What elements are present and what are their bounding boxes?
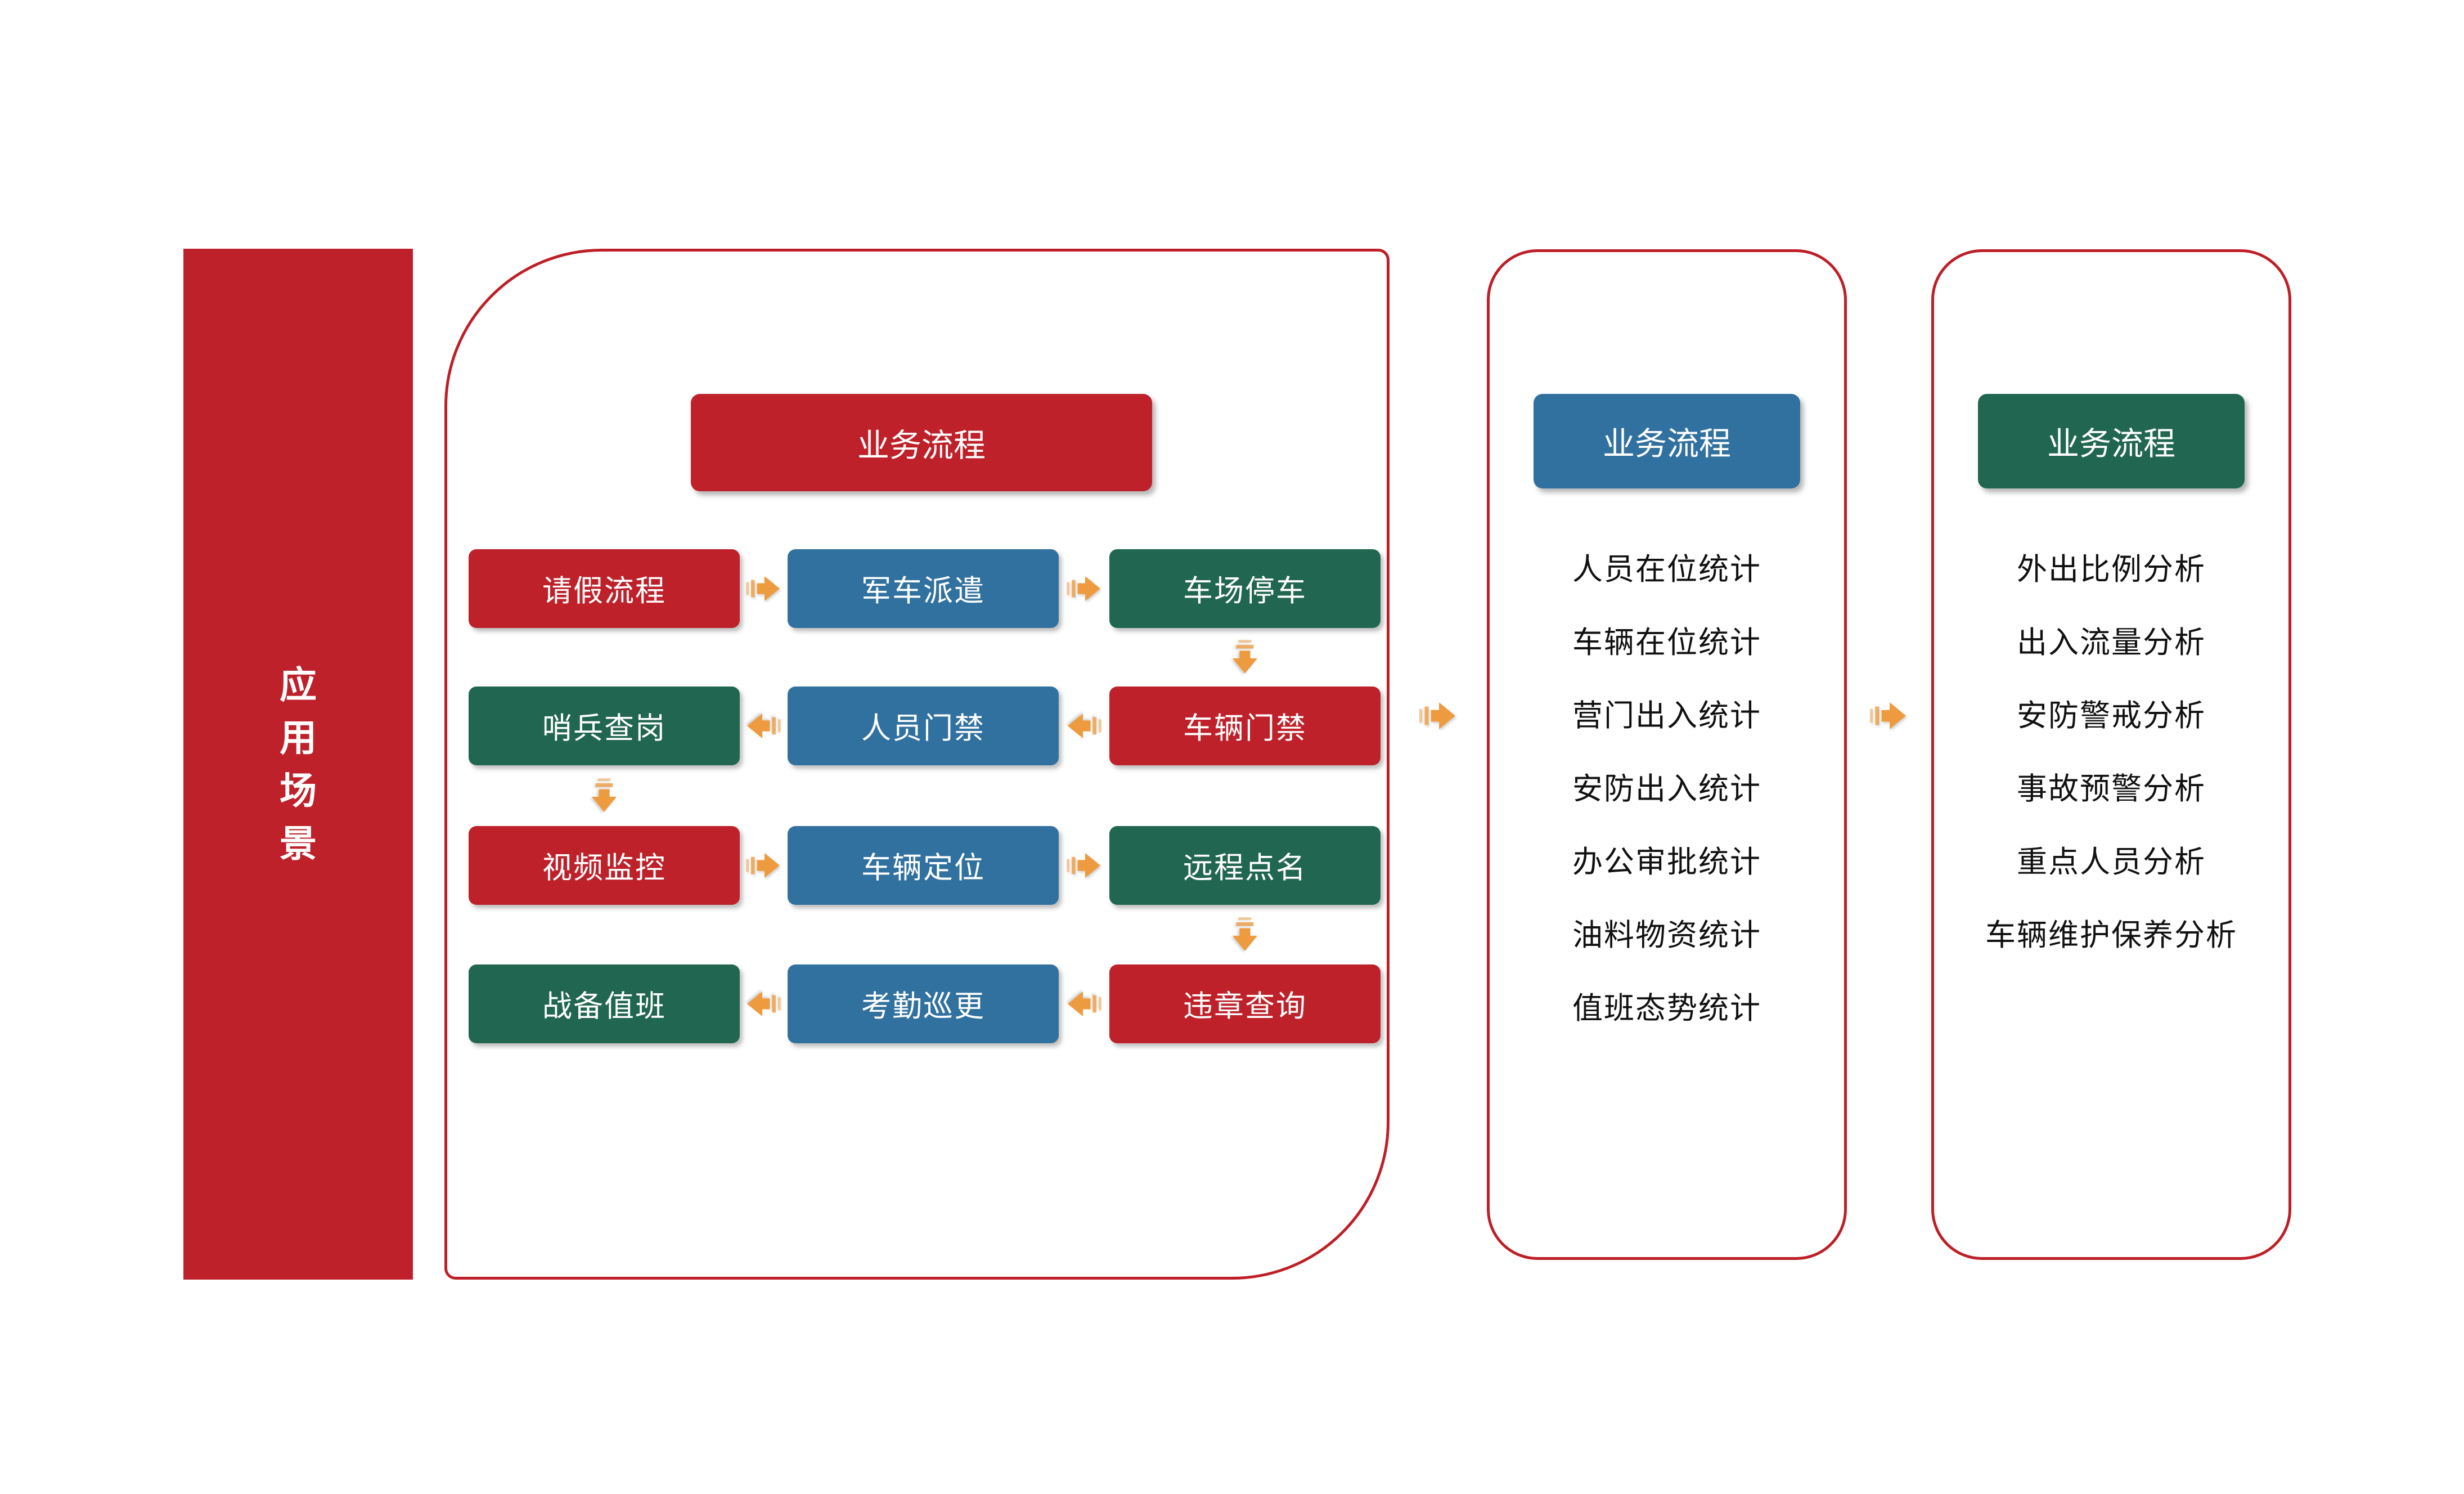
sidebar-application-scenario: 应 用 场 景 (183, 249, 413, 1280)
flow-box-label: 哨兵查岗 (542, 712, 666, 745)
list-item: 事故预警分析 (2017, 771, 2206, 806)
flow-box-label: 请假流程 (542, 575, 666, 608)
list-item: 车辆维护保养分析 (1985, 918, 2237, 952)
flow-box-parking: 车场停车 (1109, 549, 1381, 628)
sidebar-char: 用 (280, 717, 317, 759)
flow-header-label: 业务流程 (857, 427, 986, 464)
analysis-header-label: 业务流程 (2047, 426, 2175, 462)
list-item: 重点人员分析 (2017, 845, 2206, 879)
sidebar-char: 场 (280, 770, 317, 811)
striped-arrow-left-icon (746, 989, 781, 1019)
flow-box-label: 军车派遣 (861, 575, 985, 608)
flow-box-remote-rollcall: 远程点名 (1109, 826, 1381, 905)
list-item: 出入流量分析 (2017, 625, 2206, 659)
flow-box-label: 车辆定位 (861, 851, 985, 885)
flow-box-label: 视频监控 (542, 851, 666, 885)
list-item: 安防警戒分析 (2017, 698, 2206, 733)
flow-box-label: 车辆门禁 (1183, 712, 1307, 745)
flow-box-military-vehicle-dispatch: 军车派遣 (788, 549, 1059, 628)
flow-box-violation-query: 违章查询 (1109, 964, 1381, 1043)
flow-box-sentry-check: 哨兵查岗 (469, 687, 740, 765)
list-item: 车辆在位统计 (1572, 625, 1761, 659)
striped-arrow-down-icon (1230, 640, 1260, 675)
flow-box-vehicle-access: 车辆门禁 (1109, 687, 1381, 765)
flow-box-label: 远程点名 (1183, 851, 1307, 885)
striped-arrow-down-icon (590, 778, 619, 813)
striped-arrow-right-icon (1067, 851, 1101, 880)
list-item: 营门出入统计 (1572, 698, 1761, 733)
striped-arrow-right-icon (1067, 574, 1101, 603)
analysis-header-badge: 业务流程 (1978, 394, 2245, 488)
flow-box-attendance-patrol: 考勤巡更 (788, 964, 1059, 1043)
flow-header-badge: 业务流程 (691, 394, 1152, 491)
striped-arrow-left-icon (746, 711, 781, 741)
flow-box-leave-process: 请假流程 (469, 549, 740, 628)
striped-arrow-left-icon (1067, 711, 1101, 741)
flow-box-video-surveillance: 视频监控 (469, 826, 740, 905)
striped-arrow-right-icon (746, 574, 781, 603)
flow-box-label: 车场停车 (1183, 575, 1307, 608)
flow-box-personnel-access: 人员门禁 (788, 687, 1059, 765)
flow-box-combat-duty: 战备值班 (469, 964, 740, 1043)
statistics-header-label: 业务流程 (1603, 426, 1731, 462)
flow-box-label: 战备值班 (542, 990, 666, 1023)
sidebar-char: 应 (280, 664, 317, 706)
list-item: 人员在位统计 (1572, 552, 1761, 586)
flow-box-vehicle-positioning: 车辆定位 (788, 826, 1059, 905)
sidebar-char: 景 (280, 823, 317, 864)
striped-arrow-right-icon (1870, 700, 1907, 732)
list-item: 安防出入统计 (1572, 771, 1761, 806)
striped-arrow-down-icon (1230, 917, 1260, 952)
striped-arrow-left-icon (1067, 989, 1101, 1019)
statistics-list: 人员在位统计 车辆在位统计 营门出入统计 安防出入统计 办公审批统计 油料物资统… (1498, 530, 1836, 1042)
flow-box-label: 考勤巡更 (861, 990, 985, 1023)
list-item: 办公审批统计 (1572, 845, 1761, 879)
analysis-list: 外出比例分析 出入流量分析 安防警戒分析 事故预警分析 重点人员分析 车辆维护保… (1943, 530, 2280, 968)
striped-arrow-right-icon (1419, 700, 1456, 732)
list-item: 外出比例分析 (2017, 552, 2206, 586)
statistics-header-badge: 业务流程 (1534, 394, 1800, 488)
flow-box-label: 人员门禁 (861, 712, 985, 745)
list-item: 值班态势统计 (1572, 991, 1761, 1025)
striped-arrow-right-icon (746, 851, 781, 880)
list-item: 油料物资统计 (1572, 918, 1761, 952)
flow-box-label: 违章查询 (1183, 990, 1307, 1023)
